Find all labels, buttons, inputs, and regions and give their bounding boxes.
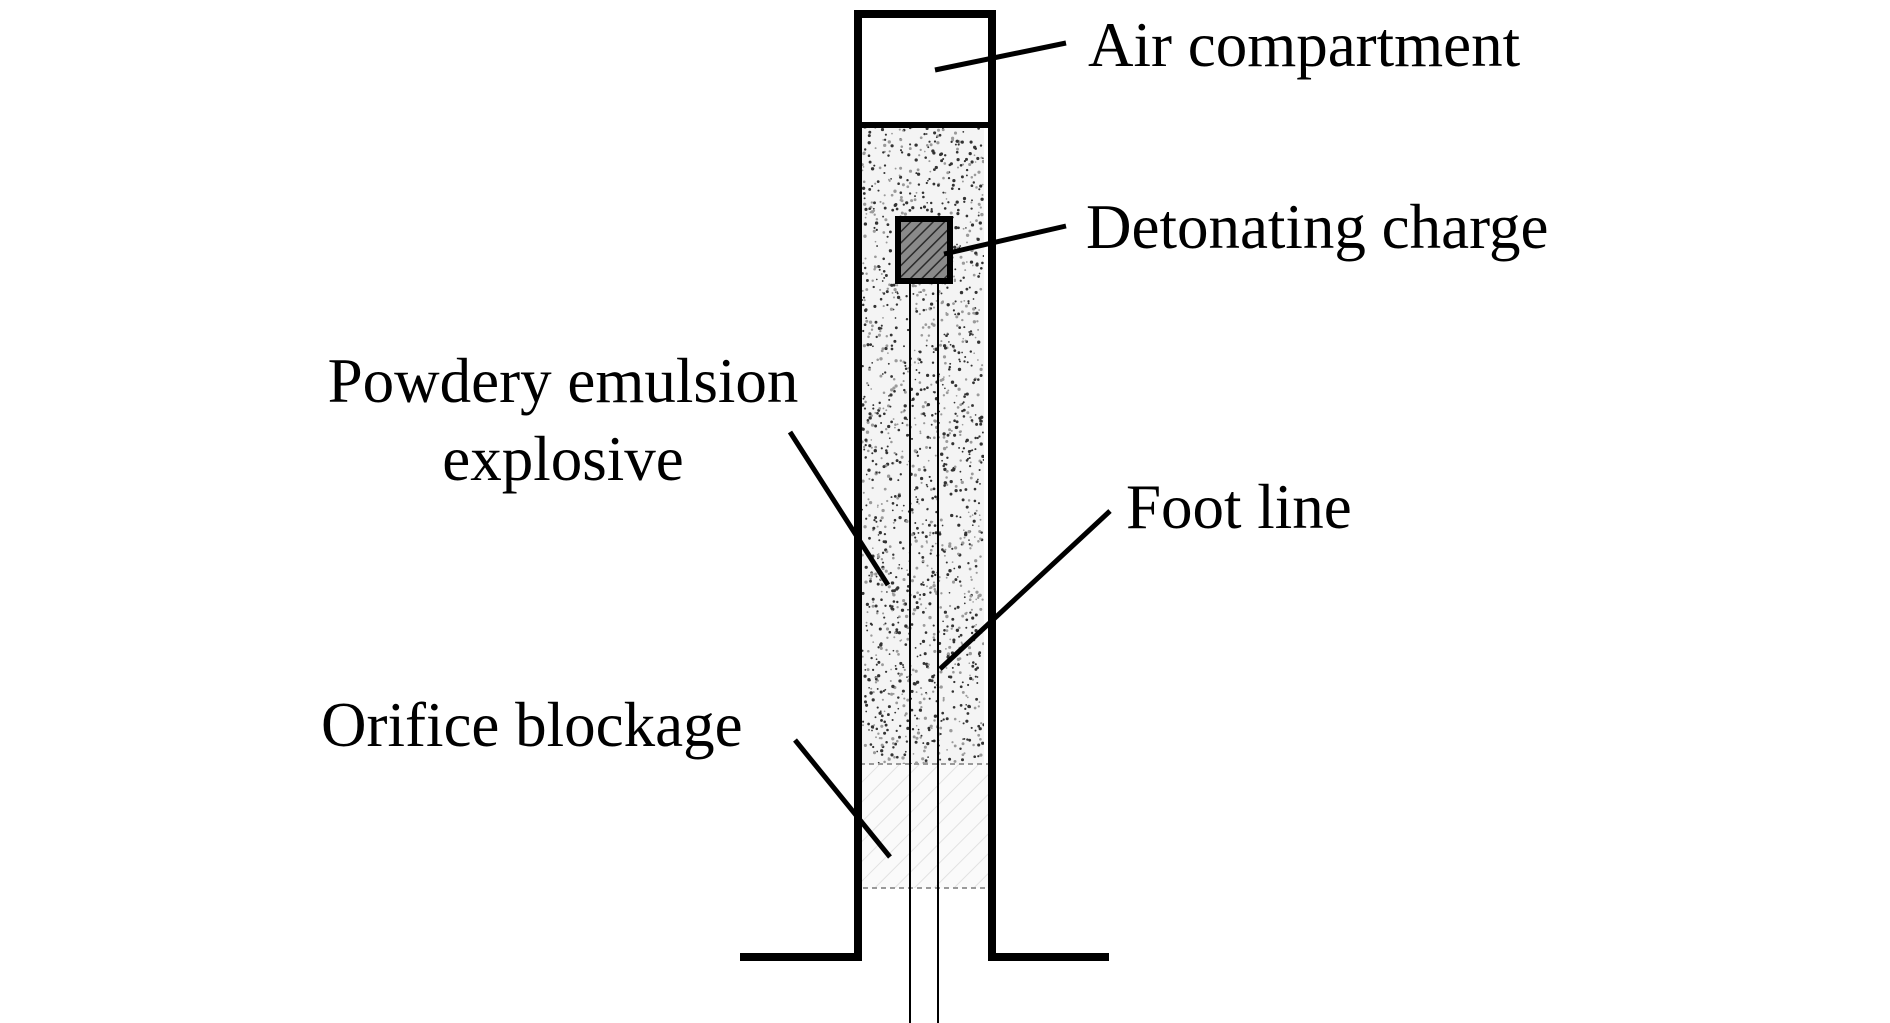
air-compartment-label: Air compartment [1088,10,1521,80]
orifice-blockage-label: Orifice blockage [321,690,743,760]
detonating-charge-box [895,216,953,284]
explosive-leader [787,430,891,587]
detonating-charge-leader [943,223,1067,257]
explosive-label-line1: Powdery emulsion [328,346,799,416]
foot-line-label: Foot line [1126,472,1352,542]
borehole-wall [740,10,1109,961]
air-compartment-leader [934,40,1067,73]
detonating-charge-label: Detonating charge [1086,192,1548,262]
orifice-blockage-region [859,763,992,889]
foot-line-leader [938,509,1112,671]
foot-line-wires [909,282,939,1023]
orifice-blockage-leader [793,738,892,859]
explosive-label-line2: explosive [442,424,683,494]
